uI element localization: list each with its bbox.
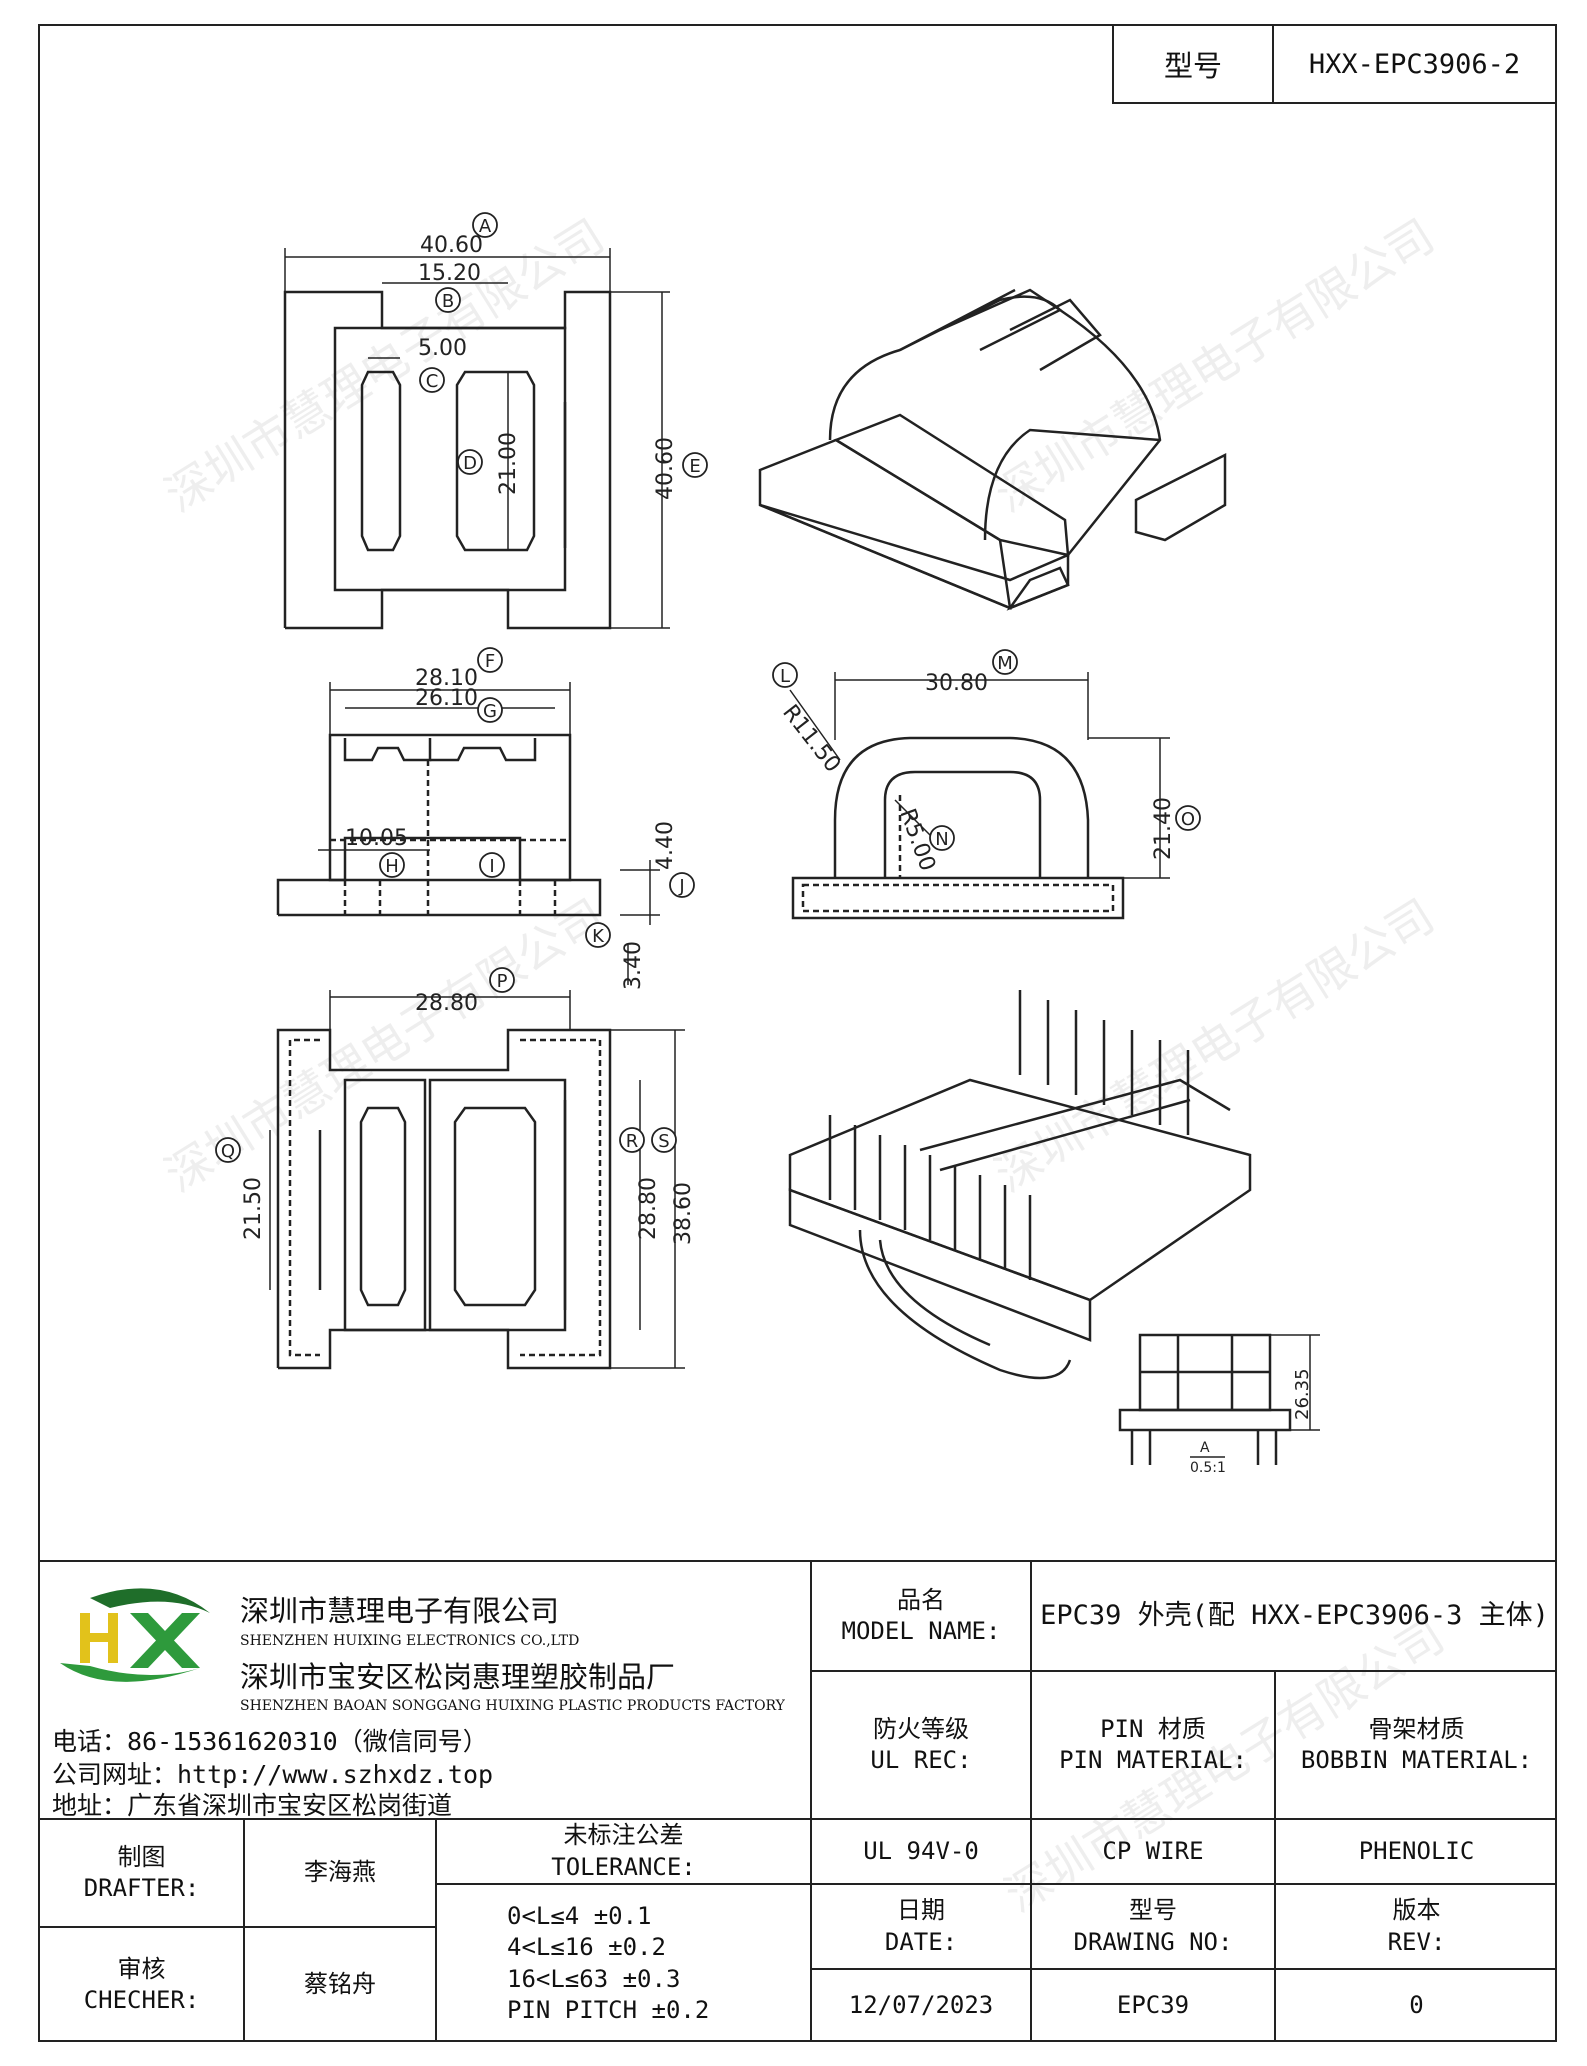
drawing-no-label: 型号 DRAWING NO: [1073, 1896, 1233, 1956]
svg-text:N: N [935, 829, 948, 850]
callout-R: R [619, 1127, 645, 1153]
factory-name-en: SHENZHEN BAOAN SONGGANG HUIXING PLASTIC … [240, 1698, 785, 1714]
dim-P: 28.80 [415, 991, 478, 1016]
rev-label: 版本 REV: [1387, 1896, 1446, 1956]
svg-text:C: C [426, 371, 439, 392]
dim-R: 28.80 [636, 1177, 661, 1240]
bobbin-material-label: 骨架材质 BOBBIN MATERIAL: [1300, 1714, 1533, 1774]
callout-P: P [489, 967, 515, 993]
callout-D: D [457, 449, 483, 475]
svg-text:G: G [483, 701, 497, 722]
svg-text:A: A [479, 216, 492, 237]
tolerance-table: 0<L≤4 ±0.1 4<L≤16 ±0.2 16<L≤63 ±0.3 PIN … [507, 1902, 710, 2024]
dim-H: 10.05 [345, 826, 408, 851]
callout-G: G [477, 697, 503, 723]
detail-label-bottom: 0.5:1 [1190, 1460, 1226, 1476]
model-name-value: EPC39 外壳(配 HXX-EPC3906-3 主体) [1040, 1600, 1549, 1632]
dim-detail-height: 26.35 [1292, 1368, 1313, 1420]
callout-O: O [1175, 805, 1201, 831]
dim-Q: 21.50 [241, 1177, 266, 1240]
svg-text:L: L [780, 666, 790, 687]
model-value: HXX-EPC3906-2 [1308, 48, 1521, 80]
company-name-cn: 深圳市慧理电子有限公司 [240, 1594, 560, 1628]
dim-C: 5.00 [418, 336, 467, 361]
bottom-view [269, 990, 685, 1370]
callout-F: F [477, 647, 503, 673]
svg-text:K: K [592, 926, 605, 947]
svg-text:R: R [626, 1131, 639, 1152]
detail-view [1118, 1333, 1320, 1465]
model-number-box: 型号 HXX-EPC3906-2 [1112, 24, 1557, 104]
drafter-name: 李海燕 [304, 1858, 376, 1887]
callout-I: I [479, 852, 505, 878]
pins-row [828, 990, 1190, 1280]
dim-F: 28.10 [415, 666, 478, 691]
detail-label-top: A [1200, 1440, 1210, 1456]
dim-E: 40.60 [653, 437, 678, 500]
rev-value: 0 [1409, 1991, 1424, 2020]
pin-material-label: PIN 材质 PIN MATERIAL: [1059, 1714, 1247, 1774]
bobbin-material-value: PHENOLIC [1358, 1836, 1475, 1865]
dim-J: 4.40 [653, 821, 678, 870]
callout-E: E [682, 452, 708, 478]
pin-material-value: CP WIRE [1102, 1836, 1204, 1865]
dim-S: 38.60 [671, 1182, 696, 1245]
svg-text:Q: Q [221, 1141, 235, 1162]
checker-name: 蔡铭舟 [304, 1970, 376, 1999]
date-label: 日期 DATE: [884, 1896, 958, 1956]
date-value: 12/07/2023 [848, 1991, 994, 2020]
isometric-view-pins [788, 990, 1252, 1380]
dim-G: 26.10 [415, 686, 478, 711]
isometric-view-top [758, 288, 1227, 611]
callout-M: M [992, 649, 1018, 675]
company-logo [60, 1588, 210, 1682]
callout-K: K [585, 922, 611, 948]
svg-text:M: M [997, 653, 1013, 674]
drafter-label: 制图 DRAFTER: [83, 1842, 200, 1902]
callout-N: N [929, 825, 955, 851]
dim-D: 21.00 [496, 432, 521, 495]
callout-Q: Q [215, 1137, 241, 1163]
ul-rec-value: UL 94V-0 [863, 1836, 979, 1865]
dim-B: 15.20 [418, 261, 481, 286]
drawing-frame [38, 24, 1557, 2042]
svg-text:I: I [489, 856, 494, 877]
callout-S: S [651, 1127, 677, 1153]
svg-text:F: F [485, 651, 495, 672]
svg-text:P: P [497, 971, 508, 992]
tolerance-label: 未标注公差 TOLERANCE: [551, 1821, 696, 1881]
svg-text:H: H [385, 856, 399, 877]
checker-label: 审核 CHECHER: [83, 1954, 200, 2014]
top-view [283, 248, 670, 630]
factory-name-cn: 深圳市宝安区松岗惠理塑胶制品厂 [240, 1660, 676, 1694]
ul-rec-label: 防火等级 UL REC: [870, 1714, 972, 1774]
svg-text:B: B [442, 291, 454, 312]
company-address: 地址：广东省深圳市宝安区松岗街道 [52, 1791, 453, 1820]
dim-A: 40.60 [420, 233, 483, 258]
dim-K: 3.40 [621, 941, 646, 990]
svg-text:E: E [689, 456, 700, 477]
drawing-no-value: EPC39 [1116, 1991, 1190, 2020]
svg-text:D: D [463, 453, 477, 474]
callout-B: B [435, 287, 461, 313]
model-label: 型号 [1114, 26, 1274, 102]
dim-O: 21.40 [1151, 797, 1176, 860]
callout-H: H [379, 852, 405, 878]
svg-text:J: J [678, 876, 684, 897]
callout-L: L [772, 662, 798, 688]
front-view [276, 682, 660, 985]
callout-A: A [472, 212, 498, 238]
callout-J: J [669, 872, 695, 898]
callout-C: C [419, 367, 445, 393]
company-website: 公司网址：http://www.szhxdz.top [52, 1760, 494, 1789]
model-name-label: 品名 MODEL NAME: [841, 1585, 1001, 1645]
company-phone: 电话：86-15361620310（微信同号） [52, 1727, 488, 1756]
side-view [789, 672, 1170, 920]
svg-text:S: S [658, 1131, 669, 1152]
svg-text:O: O [1181, 809, 1195, 830]
dim-M: 30.80 [925, 671, 988, 696]
company-name-en: SHENZHEN HUIXING ELECTRONICS CO.,LTD [240, 1633, 580, 1649]
